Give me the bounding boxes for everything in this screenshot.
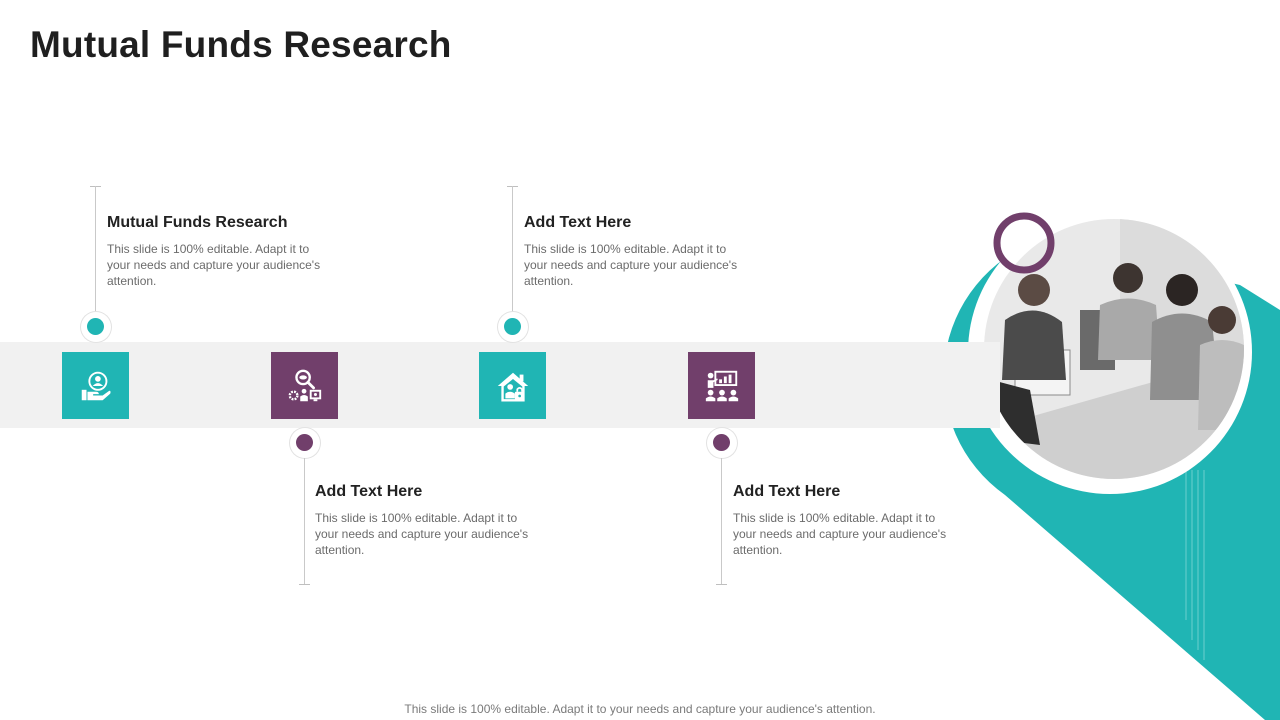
research-magnifier-icon [288,369,321,401]
step-heading: Add Text Here [733,483,841,500]
step-icon-box-2 [271,352,338,419]
step-description: This slide is 100% editable. Adapt it to… [315,511,529,557]
connector-line [512,186,513,312]
step-icon-box-3 [479,352,546,419]
timeline-dot [504,318,521,335]
footer-note: This slide is 100% editable. Adapt it to… [404,702,876,716]
step-card-2: Add Text Here This slide is 100% editabl… [315,483,530,558]
step-card-3: Add Text Here This slide is 100% editabl… [524,214,739,289]
presentation-audience-icon [705,370,738,401]
hand-holding-person-icon [81,371,111,400]
page-title: Mutual Funds Research [30,24,452,65]
connector-line [95,186,96,312]
timeline-dot [713,434,730,451]
step-card-1: Mutual Funds Research This slide is 100%… [107,214,322,289]
accent-ring-circle [993,212,1055,274]
house-lock-icon [497,372,528,401]
connector-line [304,458,305,584]
step-description: This slide is 100% editable. Adapt it to… [524,242,738,288]
timeline-dot [296,434,313,451]
timeline-dot [87,318,104,335]
step-heading: Add Text Here [524,214,632,231]
step-heading: Mutual Funds Research [107,214,288,231]
connector-line [721,458,722,584]
stem-cap [299,584,310,585]
step-description: This slide is 100% editable. Adapt it to… [733,511,947,557]
stem-cap [716,584,727,585]
step-description: This slide is 100% editable. Adapt it to… [107,242,321,288]
team-meeting-photo [984,219,1244,479]
step-icon-box-4 [688,352,755,419]
step-card-4: Add Text Here This slide is 100% editabl… [733,483,948,558]
step-heading: Add Text Here [315,483,423,500]
step-icon-box-1 [62,352,129,419]
